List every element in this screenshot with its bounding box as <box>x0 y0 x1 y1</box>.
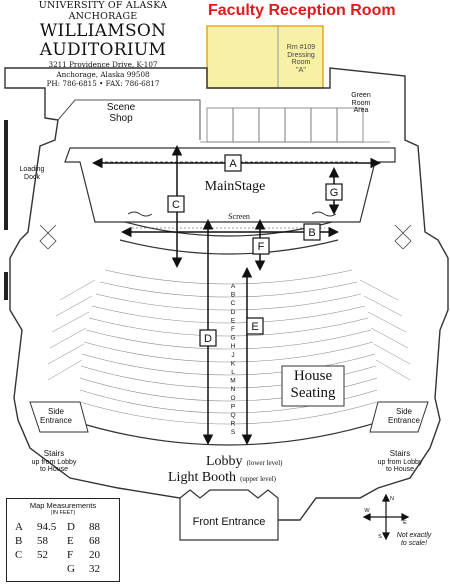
legend-value: 32 <box>89 563 100 575</box>
legend-key: C <box>15 549 23 561</box>
legend-key: D <box>67 521 75 533</box>
row-letter: N <box>231 386 236 393</box>
measurement-box-letters: A B C D E F G <box>172 158 338 345</box>
row-letter: D <box>231 309 236 316</box>
compass-e: E <box>403 520 407 526</box>
measure-label-e: E <box>251 321 258 333</box>
compass-letters: N S W E <box>364 496 407 540</box>
building-outline <box>4 67 449 521</box>
compass-s: S <box>378 534 382 540</box>
house-seating-box <box>281 365 345 407</box>
measure-label-b: B <box>308 227 315 239</box>
stage-apron <box>119 239 339 255</box>
service-rooms <box>200 107 390 143</box>
legend-key: A <box>15 521 23 533</box>
legend-value: 58 <box>37 535 48 547</box>
scene-shop-label: Scene Shop <box>106 102 136 124</box>
stairs-right <box>394 224 412 250</box>
not-to-scale-note: Not exactly to scale! <box>396 532 432 547</box>
main-stage-label: MainStage <box>204 179 266 194</box>
legend-key: F <box>67 549 74 561</box>
auditorium-header: UNIVERSITY OF ALASKA ANCHORAGE WILLIAMSO… <box>8 0 198 89</box>
map-title: Faculty Reception Room <box>208 2 396 19</box>
row-letter: R <box>231 421 236 428</box>
row-letter: G <box>230 335 235 342</box>
loading-dock-door <box>4 120 8 230</box>
legend-title: Map Measurements <box>29 501 97 510</box>
row-letter: J <box>231 352 234 359</box>
row-letter: K <box>231 360 236 367</box>
compass-w: W <box>364 508 370 514</box>
phone-line: PH: 786-6815 • FAX: 786-6817 <box>46 79 160 89</box>
lobby-label: Lobby (lower level) <box>206 454 283 469</box>
green-room-label: Green Room Area <box>351 92 371 115</box>
row-letter: B <box>231 292 235 299</box>
dressing-room-label: Rm #109 Dressing Room "A" <box>286 44 316 75</box>
dressing-room-wing <box>206 25 324 89</box>
light-booth-label: Light Booth (upper level) <box>168 470 277 485</box>
scene-shop-wall <box>57 99 201 140</box>
university-name: UNIVERSITY OF ALASKA ANCHORAGE <box>38 0 168 22</box>
house-back-wall <box>69 419 386 446</box>
side-seating <box>47 279 411 381</box>
legend-units: (IN FEET) <box>50 510 76 516</box>
row-letter: M <box>230 378 235 385</box>
address-line-2: Anchorage, Alaska 99508 <box>56 69 150 79</box>
front-entrance-outline <box>179 489 279 541</box>
row-letter: L <box>231 369 235 376</box>
stairs-right-label: Stairs up from Lobby to House <box>377 449 423 474</box>
legend-key: B <box>15 535 23 547</box>
side-entrance-right-label: Side Entrance <box>387 407 421 425</box>
front-entrance-label: Front Entrance <box>192 516 266 528</box>
house-seating-label: House Seating <box>290 368 336 401</box>
compass-rose <box>362 493 410 541</box>
loading-dock-label: Loading Dock <box>19 166 45 181</box>
measure-label-g: G <box>330 187 339 199</box>
stairs-left <box>39 224 57 250</box>
measurement-boxes <box>167 154 343 347</box>
compass-n: N <box>390 496 394 502</box>
row-letter: O <box>230 395 235 402</box>
row-letter: P <box>231 403 235 410</box>
row-letter: S <box>231 429 236 436</box>
auditorium-name: WILLIAMSON AUDITORIUM <box>39 21 167 60</box>
measure-label-c: C <box>172 199 180 211</box>
address-line-1: 3211 Providence Drive, K-107 <box>48 60 158 69</box>
legend-value: 52 <box>37 549 48 561</box>
legend-value: 88 <box>89 521 100 533</box>
side-entrance-right <box>369 401 429 433</box>
screen-label: Screen <box>228 212 250 221</box>
row-letter: A <box>231 283 236 290</box>
side-door-left <box>4 272 8 300</box>
legend-key: G <box>67 563 75 575</box>
legend-value: 20 <box>89 549 100 561</box>
measure-label-f: F <box>258 241 265 253</box>
row-letter: E <box>231 317 236 324</box>
row-letter: Q <box>230 412 235 419</box>
measure-label-a: A <box>229 158 237 170</box>
side-entrance-left <box>29 401 89 433</box>
legend-value: 94.5 <box>37 521 57 533</box>
measure-label-d: D <box>204 333 212 345</box>
legend-key: E <box>67 535 74 547</box>
row-letter: F <box>231 326 235 333</box>
legend-value: 68 <box>89 535 100 547</box>
stairs-left-label: Stairs up from Lobby to House <box>31 449 77 474</box>
row-letter: H <box>231 343 236 350</box>
side-entrance-left-label: Side Entrance <box>39 407 73 425</box>
row-letter: C <box>231 300 236 307</box>
